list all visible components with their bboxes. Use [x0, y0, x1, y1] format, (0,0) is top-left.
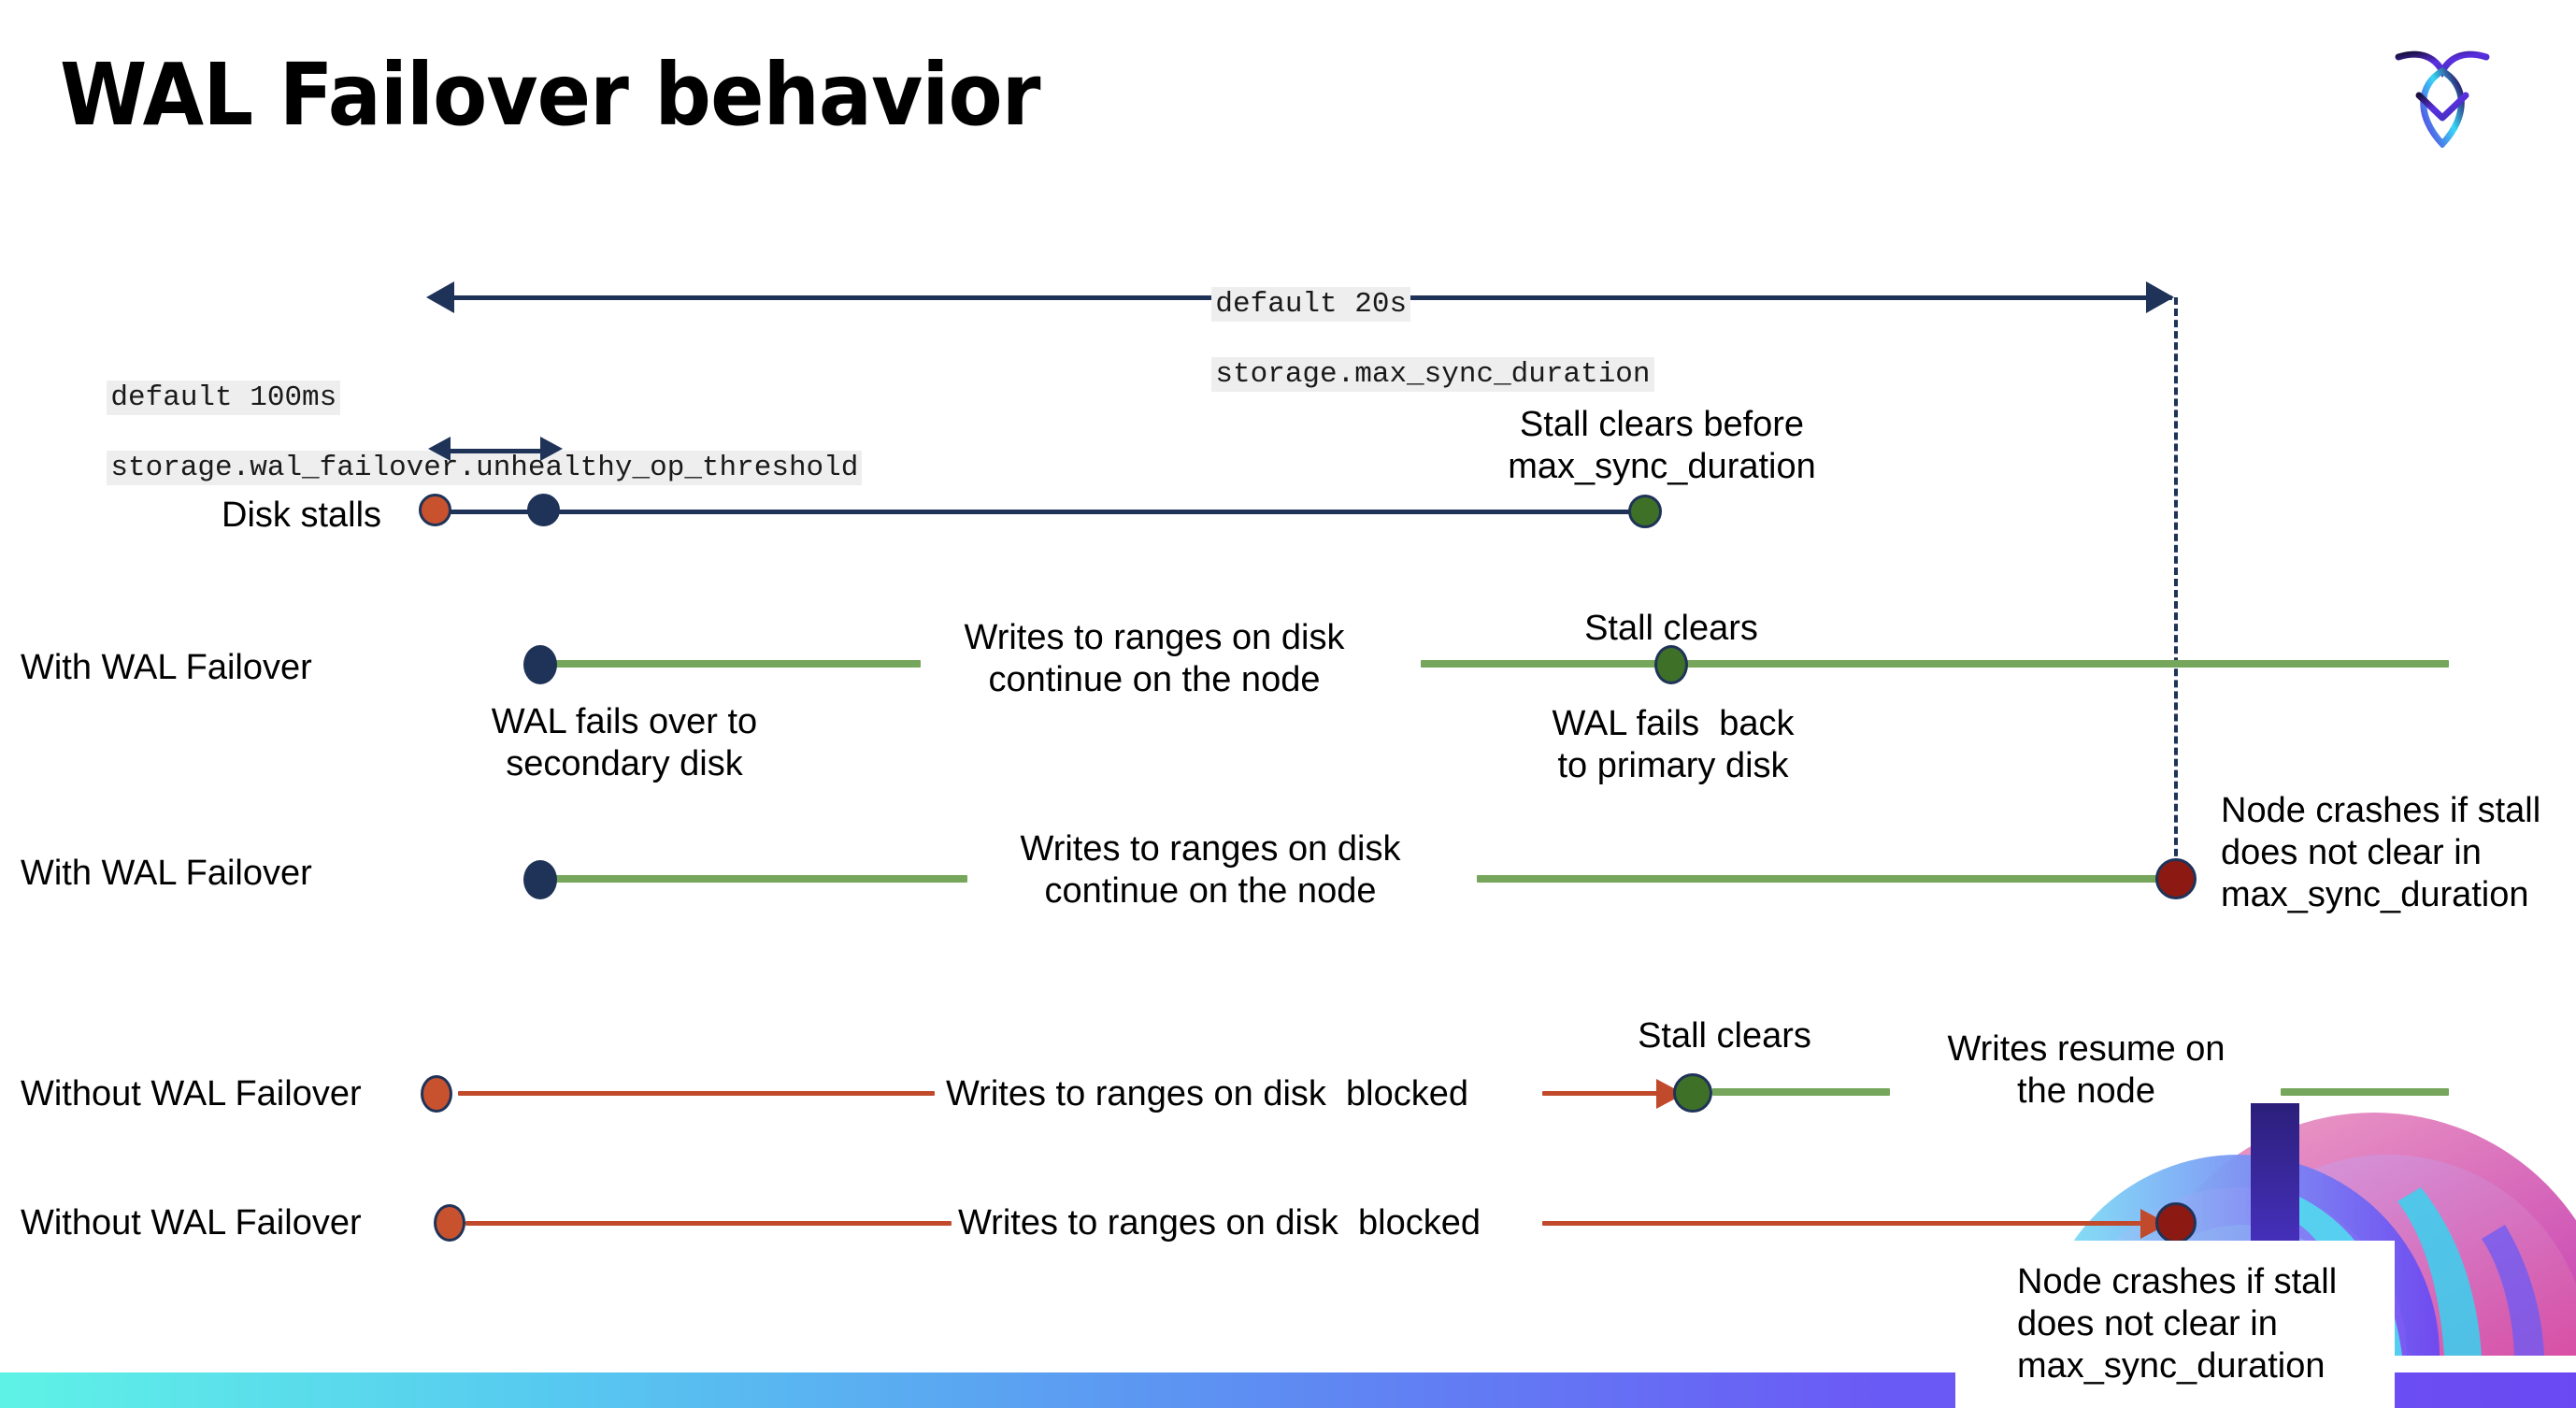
without-failover-1-clear-dot: [1673, 1073, 1712, 1113]
row-label-disk-stalls: Disk stalls: [222, 496, 382, 535]
wal-failover-2-line-left: [537, 875, 967, 883]
max-sync-setting-text: storage.max_sync_duration: [1211, 357, 1654, 392]
note-node-crashes-1: Node crashes if stall does not clear in …: [2221, 791, 2541, 914]
note-stall-clears-1: Stall clears: [1584, 609, 1758, 648]
without-failover-1-resume-line: [1712, 1088, 1890, 1096]
without-failover-1-blocked-line: [458, 1091, 935, 1096]
row-label-with-wal-failover-2: With WAL Failover: [21, 854, 312, 893]
without-failover-2-crash-dot: [2155, 1202, 2197, 1243]
page-title: WAL Failover behavior: [60, 45, 1040, 145]
cockroachdb-logo: [2391, 26, 2494, 150]
note-writes-continue-2: Writes to ranges on disk continue on the…: [1020, 829, 1401, 911]
wal-failover-1-clear-dot: [1654, 645, 1688, 684]
threshold-default-text: default 100ms: [107, 381, 341, 415]
row-label-without-wal-failover-2: Without WAL Failover: [21, 1203, 362, 1243]
note-writes-resume: Writes resume on the node: [1947, 1029, 2225, 1111]
wal-failover-1-start-dot: [523, 645, 557, 684]
wal-failover-2-line-right: [1477, 875, 2168, 883]
without-failover-1-blocked-line-2: [1542, 1091, 1673, 1096]
threshold-arrow-left-head: [428, 437, 451, 461]
note-stall-clears-before: Stall clears before max_sync_duration: [1508, 405, 1816, 486]
threshold-setting-text: storage.wal_failover.unhealthy_op_thresh…: [107, 451, 863, 485]
threshold-arrow-right-head: [540, 437, 563, 461]
wal-failover-2-start-dot: [523, 860, 557, 899]
disk-stalls-start-dot: [419, 494, 451, 526]
disk-stalls-failover-dot: [527, 494, 560, 526]
note-node-crashes-2: Node crashes if stall does not clear in …: [2017, 1262, 2338, 1386]
without-failover-1-resume-line-2: [2281, 1088, 2449, 1096]
max-sync-arrow-right-head: [2146, 281, 2174, 313]
wal-failover-1-line-left: [537, 660, 921, 668]
crash-callout-box: Node crashes if stall does not clear in …: [1955, 1241, 2395, 1408]
without-failover-2-start-dot: [434, 1204, 465, 1242]
disk-stalls-timeline: [437, 510, 1653, 514]
without-failover-2-blocked-line: [465, 1221, 952, 1226]
max-sync-annotation: default 20s storage.max_sync_duration: [1142, 258, 1654, 421]
note-writes-continue-1: Writes to ranges on disk continue on the…: [964, 618, 1345, 699]
row-label-with-wal-failover-1: With WAL Failover: [21, 648, 312, 687]
note-wal-fails-over: WAL fails over to secondary disk: [491, 702, 758, 783]
without-failover-2-blocked-line-2: [1542, 1221, 2159, 1226]
without-failover-1-start-dot: [421, 1075, 452, 1113]
note-writes-blocked-2: Writes to ranges on disk blocked: [958, 1203, 1481, 1243]
wal-failover-2-crash-dot: [2155, 858, 2197, 899]
note-stall-clears-2: Stall clears: [1638, 1016, 1811, 1056]
threshold-span-line: [449, 449, 542, 453]
note-writes-blocked-1: Writes to ranges on disk blocked: [946, 1074, 1469, 1113]
unhealthy-threshold-annotation: default 100ms storage.wal_failover.unhea…: [37, 352, 863, 514]
disk-stalls-clear-dot: [1628, 495, 1662, 528]
max-sync-arrow-left-head: [426, 281, 454, 313]
row-label-without-wal-failover-1: Without WAL Failover: [21, 1074, 362, 1113]
max-sync-default-text: default 20s: [1211, 287, 1411, 322]
note-wal-fails-back: WAL fails back to primary disk: [1552, 704, 1795, 785]
wal-failover-1-line-right: [1421, 660, 2449, 668]
max-sync-dropline: [2174, 297, 2178, 879]
